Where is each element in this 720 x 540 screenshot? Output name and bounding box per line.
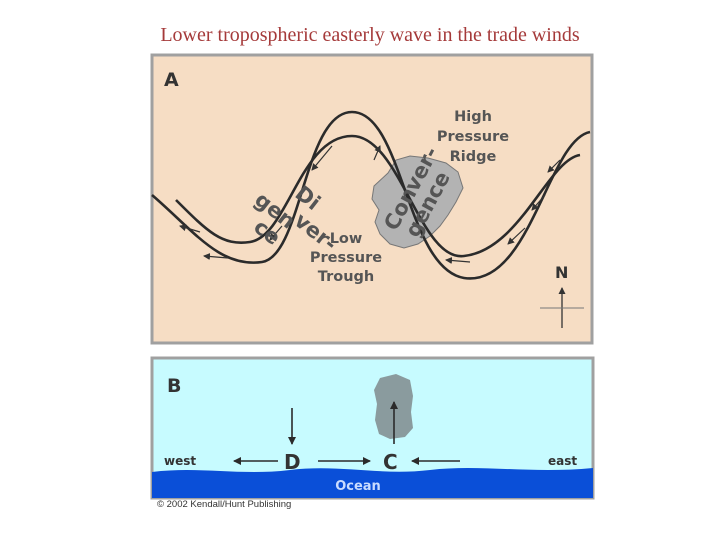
north-label: N — [555, 263, 568, 282]
ridge-label-line: Pressure — [437, 129, 509, 145]
east-label: east — [548, 454, 577, 468]
ridge-label-line: Ridge — [450, 149, 497, 165]
west-label: west — [164, 454, 196, 468]
trough-label-line: Low — [330, 231, 363, 247]
trough-label-line: Trough — [318, 269, 374, 285]
panel-a-label: A — [164, 69, 179, 91]
panel-b-label: B — [167, 375, 181, 397]
divergence-marker: D — [284, 450, 301, 474]
trough-label-line: Pressure — [310, 250, 382, 266]
ocean-label: Ocean — [335, 479, 381, 494]
panel-a: A Di ver- gen ce Con ver- — [152, 55, 592, 343]
convergence-marker: C — [383, 450, 398, 474]
ridge-label-line: High — [454, 109, 492, 125]
copyright-notice: © 2002 Kendall/Hunt Publishing — [157, 499, 291, 510]
panel-b: B D C west east Ocean — [152, 358, 593, 498]
